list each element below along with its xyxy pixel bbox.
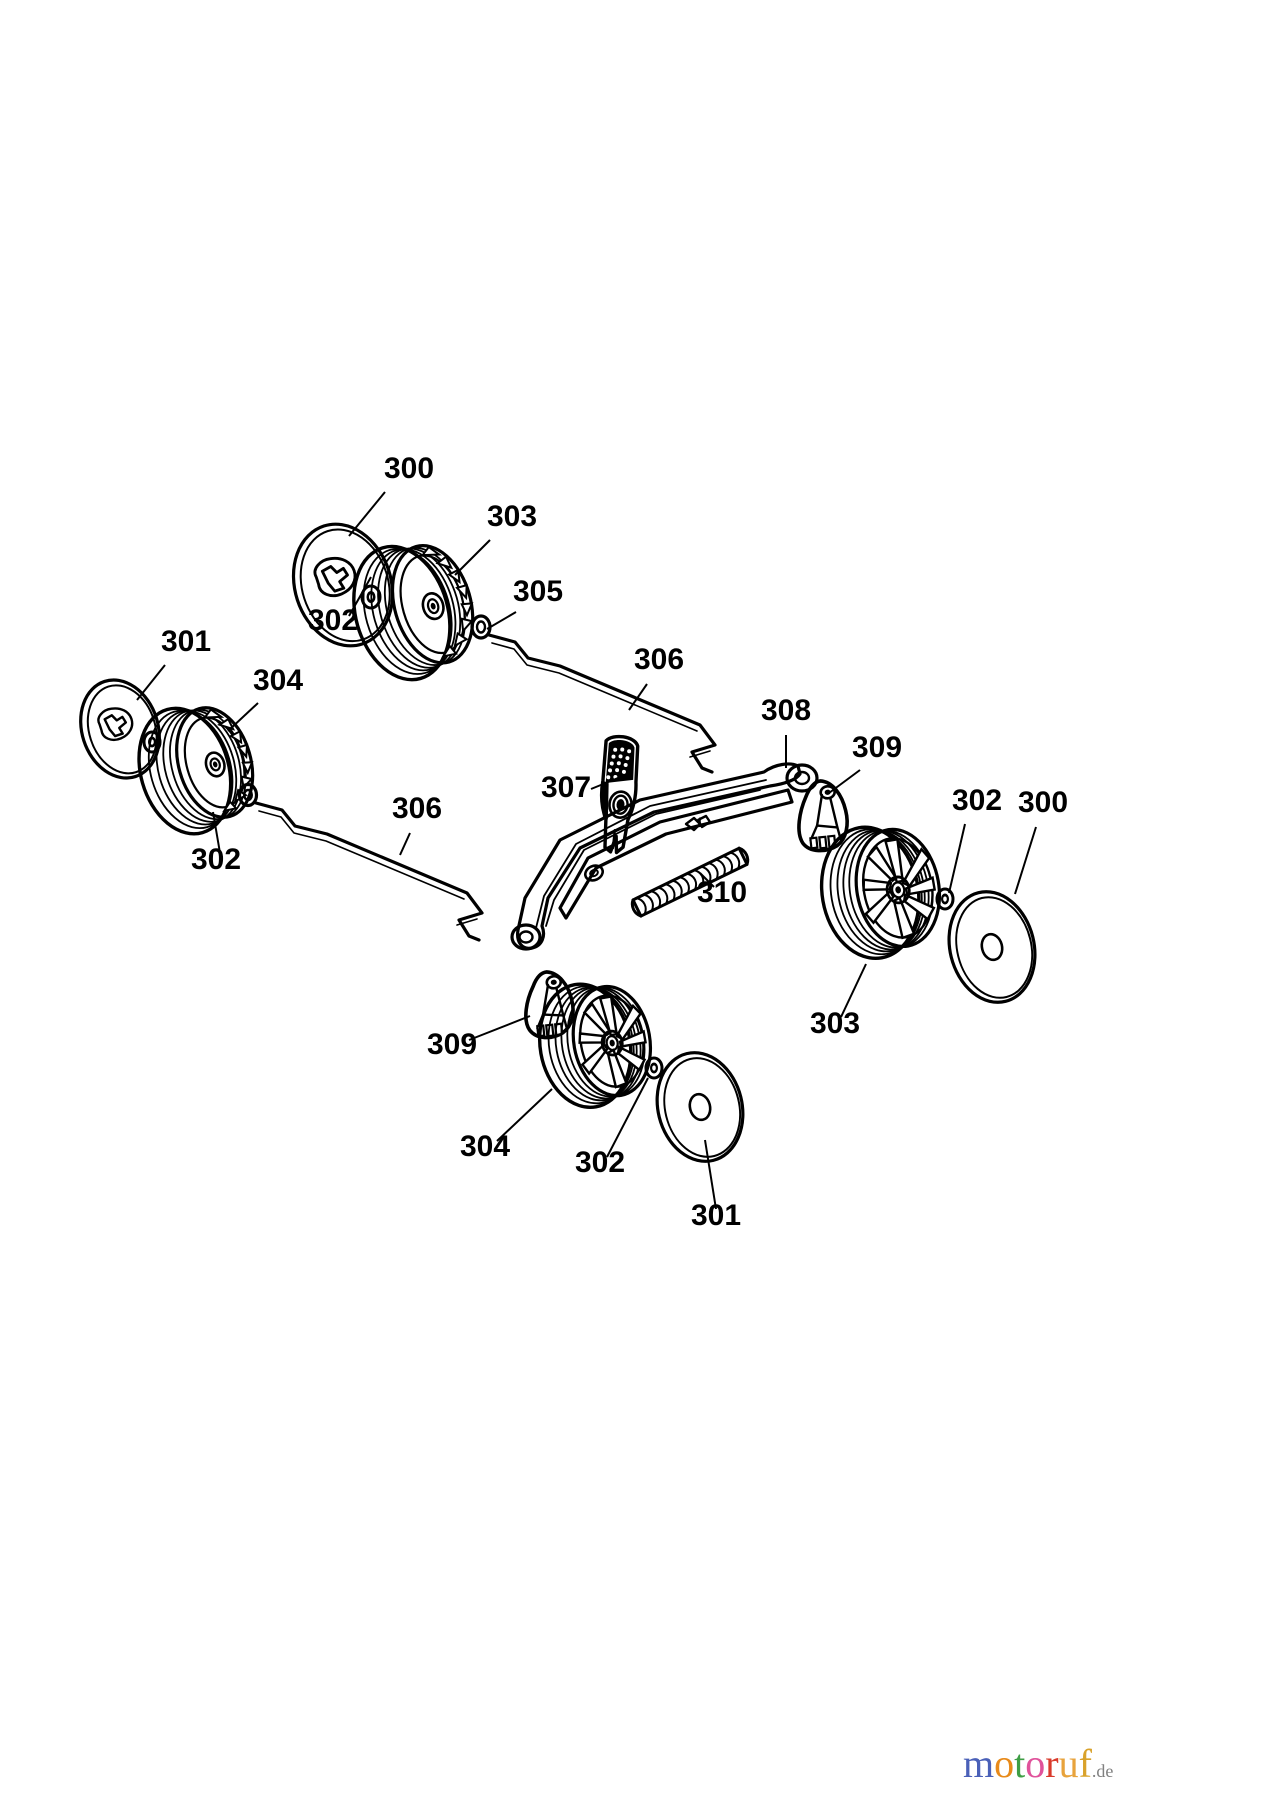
callout-303-c2: 303 [454,500,537,576]
callout-leader-line [590,777,619,790]
callout-leader-line [840,963,867,1018]
callout-307-c10: 307 [541,771,619,804]
callout-300-c14: 300 [1014,786,1068,895]
callout-302-c13: 302 [948,784,1002,894]
callout-310-c15: 310 [697,872,747,909]
callout-303-c17: 303 [810,963,867,1040]
callout-leader-line [227,702,259,732]
watermark-letter-m-0: m [963,1741,995,1786]
callout-label: 306 [634,643,684,676]
callout-label: 300 [384,452,434,485]
callout-label: 309 [427,1028,477,1061]
callout-leader-line [399,832,411,856]
part-group-rear-left [537,982,745,1163]
hubcap-301 [79,678,161,780]
hubcap-300-rear-right [947,890,1037,1004]
callout-label: 302 [191,843,241,876]
callout-305-c4: 305 [486,575,563,630]
callout-300-c1: 300 [348,452,434,537]
callout-leader-line [496,1088,553,1142]
callout-label: 306 [392,792,442,825]
eyelet-305 [470,614,492,640]
watermark-letter-t-2: t [1014,1741,1026,1786]
callout-301-c20: 301 [691,1139,741,1232]
watermark-letter-u-5: u [1058,1741,1079,1786]
callout-leader-line [699,872,715,888]
callout-309-c12: 309 [828,731,902,794]
callout-309-c16: 309 [427,1015,531,1061]
callout-301-c6: 301 [136,625,211,701]
callout-label: 301 [691,1199,741,1232]
wheel-304-left [137,706,255,836]
callout-label: 307 [541,771,591,804]
callout-leader-line [136,664,166,701]
callout-label: 310 [697,876,747,909]
callout-308-c11: 308 [761,694,811,768]
callout-label: 308 [761,694,811,727]
callout-leader-line [348,576,372,617]
callout-label: 304 [460,1130,510,1163]
washer-302-rear-right [935,887,955,911]
callout-label: 309 [852,731,902,764]
callout-304-c7: 304 [227,664,303,732]
motoruf-watermark-logo: motoruf.de [963,1744,1113,1784]
callout-leader-line [1014,826,1037,895]
link-arm-tab [684,814,712,832]
callout-leader-line [348,491,386,537]
wheel-304-rear-left [537,982,653,1110]
callout-leader-line [212,811,221,854]
callout-leader-line [606,1077,649,1158]
callout-302-c8: 302 [191,811,241,876]
callout-leader-line [486,611,517,630]
callout-label: 303 [487,500,537,533]
callout-306-c9: 306 [392,792,442,856]
part-group-front-left-lower [79,678,255,836]
callout-label: 301 [161,625,211,658]
callout-leader-line [628,683,648,711]
callout-304-c18: 304 [460,1088,553,1163]
part-group-front-left-upper [291,522,475,682]
callout-leader-line [948,823,966,894]
callout-label: 303 [810,1007,860,1040]
watermark-letter-o-1: o [994,1741,1015,1786]
callout-label: 305 [513,575,563,608]
callout-leader-line [454,539,491,576]
callout-label: 300 [1018,786,1068,819]
callout-302-c19: 302 [575,1077,649,1179]
link-arm-308 [510,762,819,951]
rod-306-upper [470,614,717,774]
callout-leader-line [704,1139,717,1210]
part-group-rear-right [819,825,1037,1004]
callout-leader-line [468,1015,531,1041]
callout-leader-line [828,769,861,794]
callout-label: 302 [575,1146,625,1179]
watermark-letter-o-3: o [1025,1741,1046,1786]
watermark-letter-r-4: r [1045,1741,1059,1786]
link-arm-boss [583,864,605,882]
watermark-letter-f-6: f [1078,1741,1092,1786]
clip-309-right [797,779,849,853]
wheel-303-rear-right [819,825,942,961]
spring-310 [630,846,750,918]
callout-label: 304 [253,664,303,697]
callout-label: 302 [952,784,1002,817]
rod-306-lower [237,782,484,942]
wheel-303-upper [352,544,475,682]
eyelet-305-lower [237,782,259,808]
hubcap-301-rear-left [655,1051,745,1163]
callout-302-c3: 302 [308,576,372,637]
callout-306-c5: 306 [628,643,684,711]
watermark-suffix: .de [1091,1761,1114,1781]
washer-302-rear-left [644,1056,664,1080]
callout-label: 302 [308,604,358,637]
